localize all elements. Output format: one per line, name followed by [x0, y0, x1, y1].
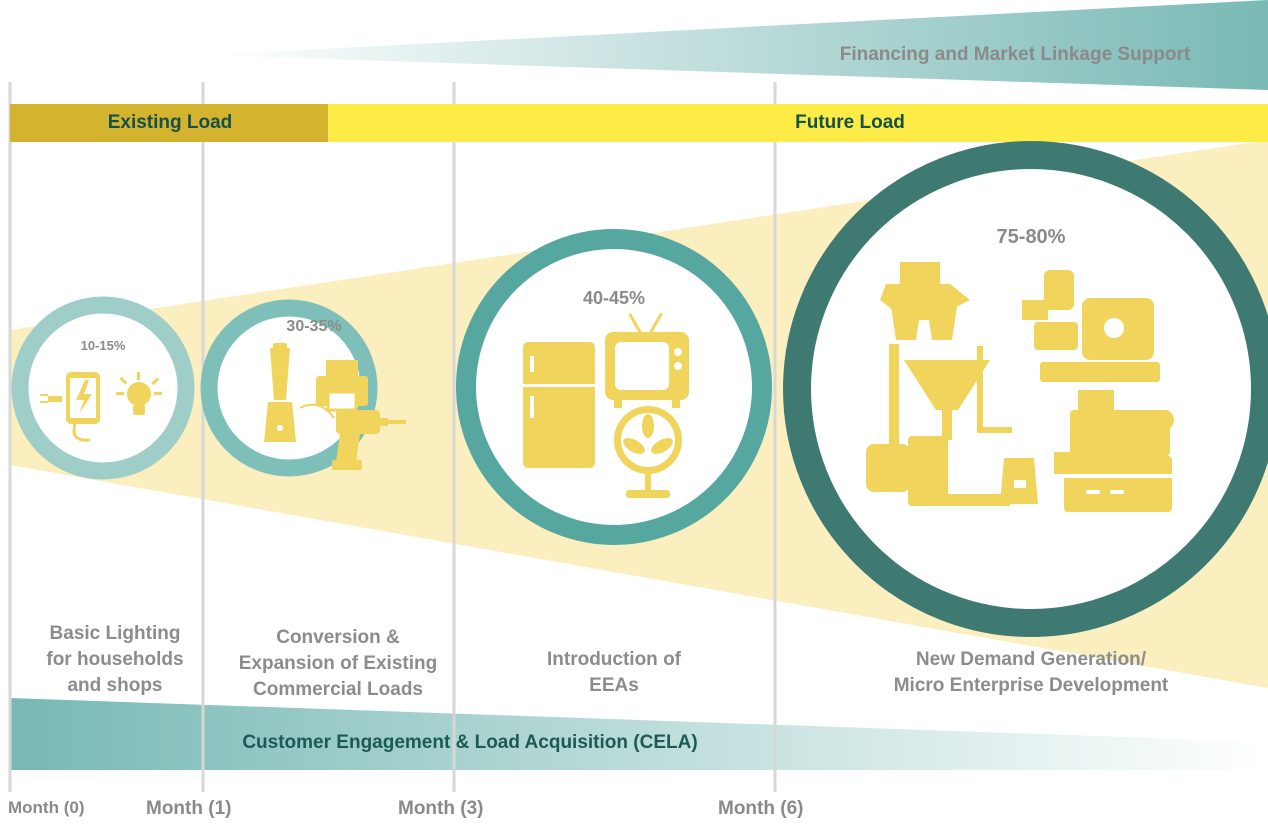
- month-gridlines: [8, 82, 777, 792]
- stage-4-percent: 75-80%: [996, 226, 1066, 248]
- drill-icon: [299, 403, 406, 470]
- stage-2-caption-line: Conversion &: [276, 627, 400, 648]
- stage-2-caption-line: Commercial Loads: [253, 679, 423, 700]
- timeline-month-0: Month (0): [8, 798, 85, 817]
- printer-icon: [316, 360, 368, 412]
- timeline-month-1: Month (1): [146, 798, 232, 819]
- television-icon: [605, 312, 689, 408]
- stage-2-caption-line: Expansion of Existing: [238, 653, 438, 674]
- timeline-month-6: Month (6): [718, 798, 804, 819]
- future-load-label: Future Load: [795, 112, 905, 133]
- financing-band-label: Financing and Market Linkage Support: [839, 44, 1191, 65]
- financing-band: [205, 0, 1268, 90]
- stage-4-circle: [783, 141, 1268, 637]
- light-bulb-icon: [116, 372, 162, 415]
- future-load-bar: [328, 104, 1268, 142]
- stage-2-caption: Conversion & Expansion of Existing Comme…: [208, 625, 468, 703]
- stage-4-caption-line: New Demand Generation/: [915, 649, 1147, 670]
- stage-1-percent: 10-15%: [80, 338, 126, 353]
- water-pump-icon: [1022, 270, 1160, 382]
- cela-band: [10, 698, 1268, 770]
- stage-2-percent: 30-35%: [286, 318, 342, 335]
- stage-1-caption-line: and shops: [67, 675, 163, 696]
- stage-3-percent: 40-45%: [582, 288, 646, 308]
- fan-icon: [614, 406, 682, 498]
- flour-bag-icon: [1000, 458, 1038, 504]
- stage-2-circle: [200, 299, 406, 477]
- blender-icon: [264, 343, 296, 442]
- stage-3-caption: Introduction of EEAs: [504, 647, 724, 699]
- timeline-month-3: Month (3): [398, 798, 484, 819]
- existing-load-bar: [10, 104, 328, 142]
- stage-1-circle: [11, 296, 195, 480]
- stage-3-circle: [456, 229, 772, 545]
- cela-band-label: Customer Engagement & Load Acquisition (…: [242, 732, 698, 753]
- stage-1-caption: Basic Lighting for households and shops: [20, 621, 210, 699]
- oil-expeller-icon: [1054, 390, 1174, 512]
- stage-3-caption-line: EEAs: [589, 675, 639, 696]
- stage-3-caption-line: Introduction of: [546, 649, 682, 670]
- stage-4-caption: New Demand Generation/ Micro Enterprise …: [856, 647, 1206, 699]
- phone-charging-icon: [40, 372, 100, 442]
- stage-4-caption-line: Micro Enterprise Development: [893, 675, 1169, 696]
- stage-1-caption-line: Basic Lighting: [49, 623, 181, 644]
- existing-load-label: Existing Load: [107, 112, 233, 133]
- stage-1-caption-line: for households: [46, 649, 184, 670]
- refrigerator-icon: [523, 342, 595, 468]
- mill-machine-icon: [866, 262, 1012, 506]
